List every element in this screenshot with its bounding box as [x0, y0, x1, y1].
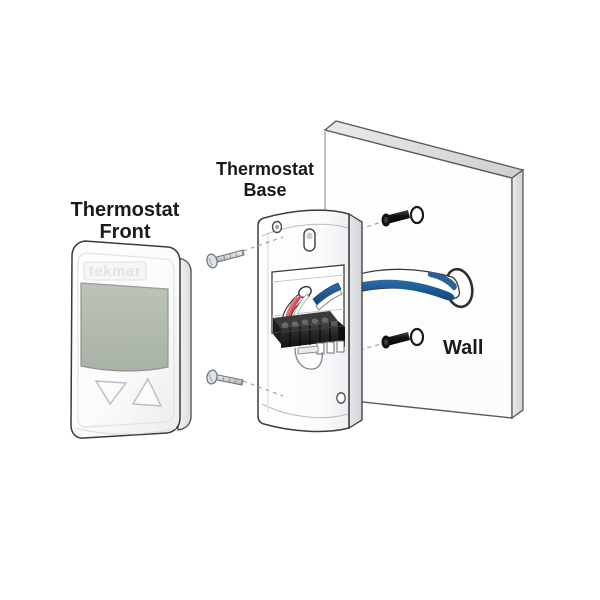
wall-anchor-bottom	[385, 332, 410, 346]
mounting-screw-bottom-slot	[208, 373, 213, 383]
anchor-hole-bottom	[409, 327, 425, 347]
brand-logo: tekmar	[83, 261, 147, 281]
label-thermostat-front-line1: Thermostat	[71, 199, 180, 221]
base-cutout-depth-line-top	[271, 274, 345, 283]
base-side-edge	[348, 212, 363, 430]
mounting-screw-top-slot	[208, 257, 213, 267]
button-down-icon[interactable]	[94, 380, 128, 406]
base-mounting-hole-bottom	[336, 392, 346, 404]
front-inner-bezel	[77, 252, 175, 428]
mounting-screw-bottom-group	[206, 369, 284, 397]
label-thermostat-front-line2: Front	[99, 221, 150, 243]
thermostat-base	[257, 209, 363, 433]
wire-blue-jacket	[315, 289, 343, 311]
mounting-screw-top-group	[206, 236, 284, 269]
wall-anchor-top	[385, 210, 410, 224]
wall-right-edge	[511, 168, 524, 420]
label-wall: Wall	[443, 337, 483, 359]
cable-blue-twist	[427, 272, 457, 291]
base-wiring	[282, 282, 343, 323]
screw-bottom-alignment-line	[242, 380, 284, 397]
base-top-contour	[261, 223, 349, 237]
mounting-screw-top-head	[206, 253, 218, 269]
base-mounting-hole-top	[271, 220, 283, 234]
label-wall-text: Wall	[443, 337, 483, 359]
base-keyhole-slot	[303, 228, 316, 252]
label-thermostat-base-line2: Base	[243, 180, 286, 200]
label-thermostat-front: Thermostat Front	[71, 199, 180, 243]
cable-blue-stripe	[346, 279, 455, 301]
base-vent-slots	[316, 340, 345, 355]
wall-anchor-top-head-recess	[384, 217, 388, 223]
thermostat-front: tekmar	[70, 240, 192, 439]
mounting-screw-bottom-head	[206, 369, 218, 385]
mounting-screw-bottom-threads	[222, 375, 243, 386]
base-cable-tab	[294, 347, 323, 370]
anchor-top-alignment-line	[351, 221, 382, 233]
base-bottom-contour	[261, 403, 349, 419]
wall-cable-assembly	[329, 267, 474, 309]
front-bottom-contour	[74, 427, 177, 435]
base-lower-divider	[271, 325, 345, 334]
terminal-separators	[289, 322, 331, 347]
lcd-display	[80, 282, 169, 372]
wire-red-conductor-2	[285, 296, 298, 319]
wire-red-conductor	[287, 295, 302, 319]
mounting-screw-top-threads	[223, 250, 244, 262]
button-up-icon[interactable]	[131, 377, 163, 407]
front-side-edge	[177, 257, 192, 431]
anchor-hole-top	[409, 205, 425, 225]
label-thermostat-base-line1: Thermostat	[216, 159, 314, 179]
terminal-block-front	[273, 318, 281, 344]
wall-anchor-top-group	[351, 205, 425, 233]
terminal-screws	[281, 317, 338, 328]
anchor-bottom-alignment-line	[351, 343, 382, 353]
wall-anchor-bottom-group	[351, 327, 425, 353]
screw-top-alignment-line	[242, 236, 284, 252]
brand-logo-text: tekmar	[89, 263, 141, 280]
base-cable-tab-fill	[297, 345, 319, 355]
wall-anchor-bottom-head-recess	[384, 339, 388, 345]
label-thermostat-base: Thermostat Base	[216, 159, 314, 200]
